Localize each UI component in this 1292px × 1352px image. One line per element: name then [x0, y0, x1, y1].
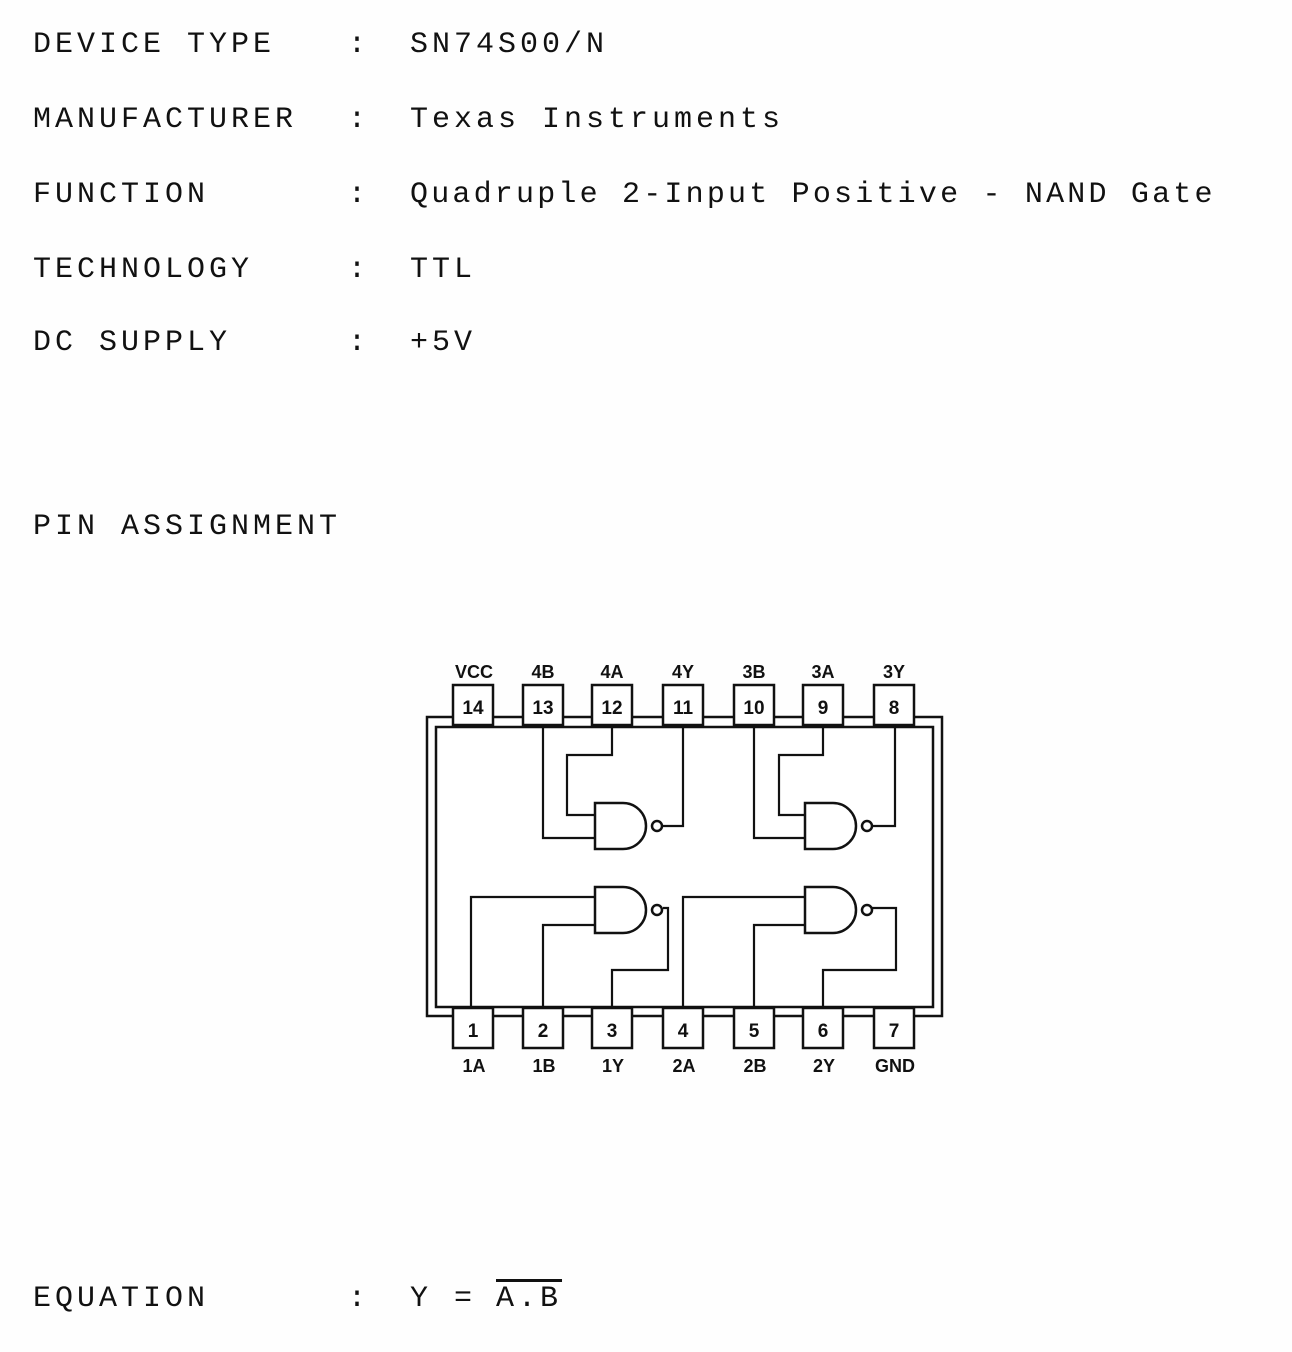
- pin-13: 13 4B: [521, 662, 565, 727]
- pin-number: 6: [818, 1021, 829, 1042]
- pin-number: 10: [743, 698, 764, 719]
- pin-name: 2B: [743, 1056, 766, 1076]
- pin-4: 4 2A: [661, 1006, 705, 1076]
- field-value: Quadruple 2-Input Positive - NAND Gate: [410, 178, 1216, 212]
- wiring: [469, 727, 898, 1007]
- pin-number: 2: [538, 1021, 549, 1042]
- field-value: TTL: [410, 253, 477, 287]
- field-value: +5V: [410, 326, 477, 360]
- field-value: SN74S00/N: [410, 28, 609, 62]
- separator: :: [348, 253, 371, 287]
- separator: :: [348, 1282, 371, 1316]
- inverter-bubble: [860, 819, 874, 833]
- pin-number: 9: [818, 698, 829, 719]
- pin-name: 1Y: [602, 1056, 624, 1076]
- pin-5: 5 2B: [732, 1006, 776, 1076]
- pin-name: 4Y: [672, 662, 694, 682]
- separator: :: [348, 326, 371, 360]
- pin-number: 11: [673, 698, 694, 719]
- pin-12: 12 4A: [590, 662, 634, 727]
- pin-number: 4: [678, 1021, 689, 1042]
- equation-label: EQUATION: [33, 1282, 210, 1316]
- pin-number: 12: [601, 698, 622, 719]
- pin-number: 1: [468, 1021, 479, 1042]
- pin-name: GND: [875, 1056, 915, 1076]
- pin-name: 2Y: [813, 1056, 835, 1076]
- pin-3: 3 1Y: [590, 1006, 634, 1076]
- pin-2: 2 1B: [521, 1006, 565, 1076]
- pin-14: 14 VCC: [451, 662, 495, 727]
- pin-number: 3: [607, 1021, 618, 1042]
- pin-10: 10 3B: [732, 662, 776, 727]
- pin-number: 13: [532, 698, 553, 719]
- pin-name: 4A: [600, 662, 623, 682]
- pin-9: 9 3A: [801, 662, 845, 727]
- separator: :: [348, 178, 371, 212]
- pin-name: 3B: [742, 662, 765, 682]
- field-label: MANUFACTURER: [33, 103, 298, 137]
- pin-1: 1 1A: [451, 1006, 495, 1076]
- pin-11: 11 4Y: [661, 662, 705, 727]
- pin-number: 8: [889, 698, 900, 719]
- pin-name: 1A: [462, 1056, 485, 1076]
- equation-rhs: A.B: [496, 1282, 563, 1316]
- chip-body: [425, 715, 944, 1018]
- nand-gate: [803, 885, 858, 935]
- pin-name: 1B: [532, 1056, 555, 1076]
- pin-6: 6 2Y: [801, 1006, 845, 1076]
- separator: :: [348, 28, 371, 62]
- inverter-bubble: [650, 903, 664, 917]
- field-label: TECHNOLOGY: [33, 253, 254, 287]
- pin-name: 3Y: [883, 662, 905, 682]
- pin-number: 14: [462, 698, 484, 719]
- pin-name: 4B: [531, 662, 554, 682]
- pin-8: 8 3Y: [872, 662, 916, 727]
- pin-number: 7: [889, 1021, 900, 1042]
- field-value: Texas Instruments: [410, 103, 785, 137]
- field-label: FUNCTION: [33, 178, 210, 212]
- inverter-bubble: [860, 903, 874, 917]
- separator: :: [348, 103, 371, 137]
- field-label: DC SUPPLY: [33, 326, 232, 360]
- nand-gate: [593, 801, 648, 851]
- pin-name: 3A: [811, 662, 834, 682]
- pin-name: 2A: [672, 1056, 695, 1076]
- nand-gate: [803, 801, 858, 851]
- inverter-bubble: [650, 819, 664, 833]
- field-label: DEVICE TYPE: [33, 28, 276, 62]
- pin-assignment-heading: PIN ASSIGNMENT: [33, 510, 342, 544]
- nand-gate: [593, 885, 648, 935]
- pin-name: VCC: [455, 662, 493, 682]
- pin-number: 5: [749, 1021, 760, 1042]
- equation-lhs: Y =: [410, 1282, 477, 1316]
